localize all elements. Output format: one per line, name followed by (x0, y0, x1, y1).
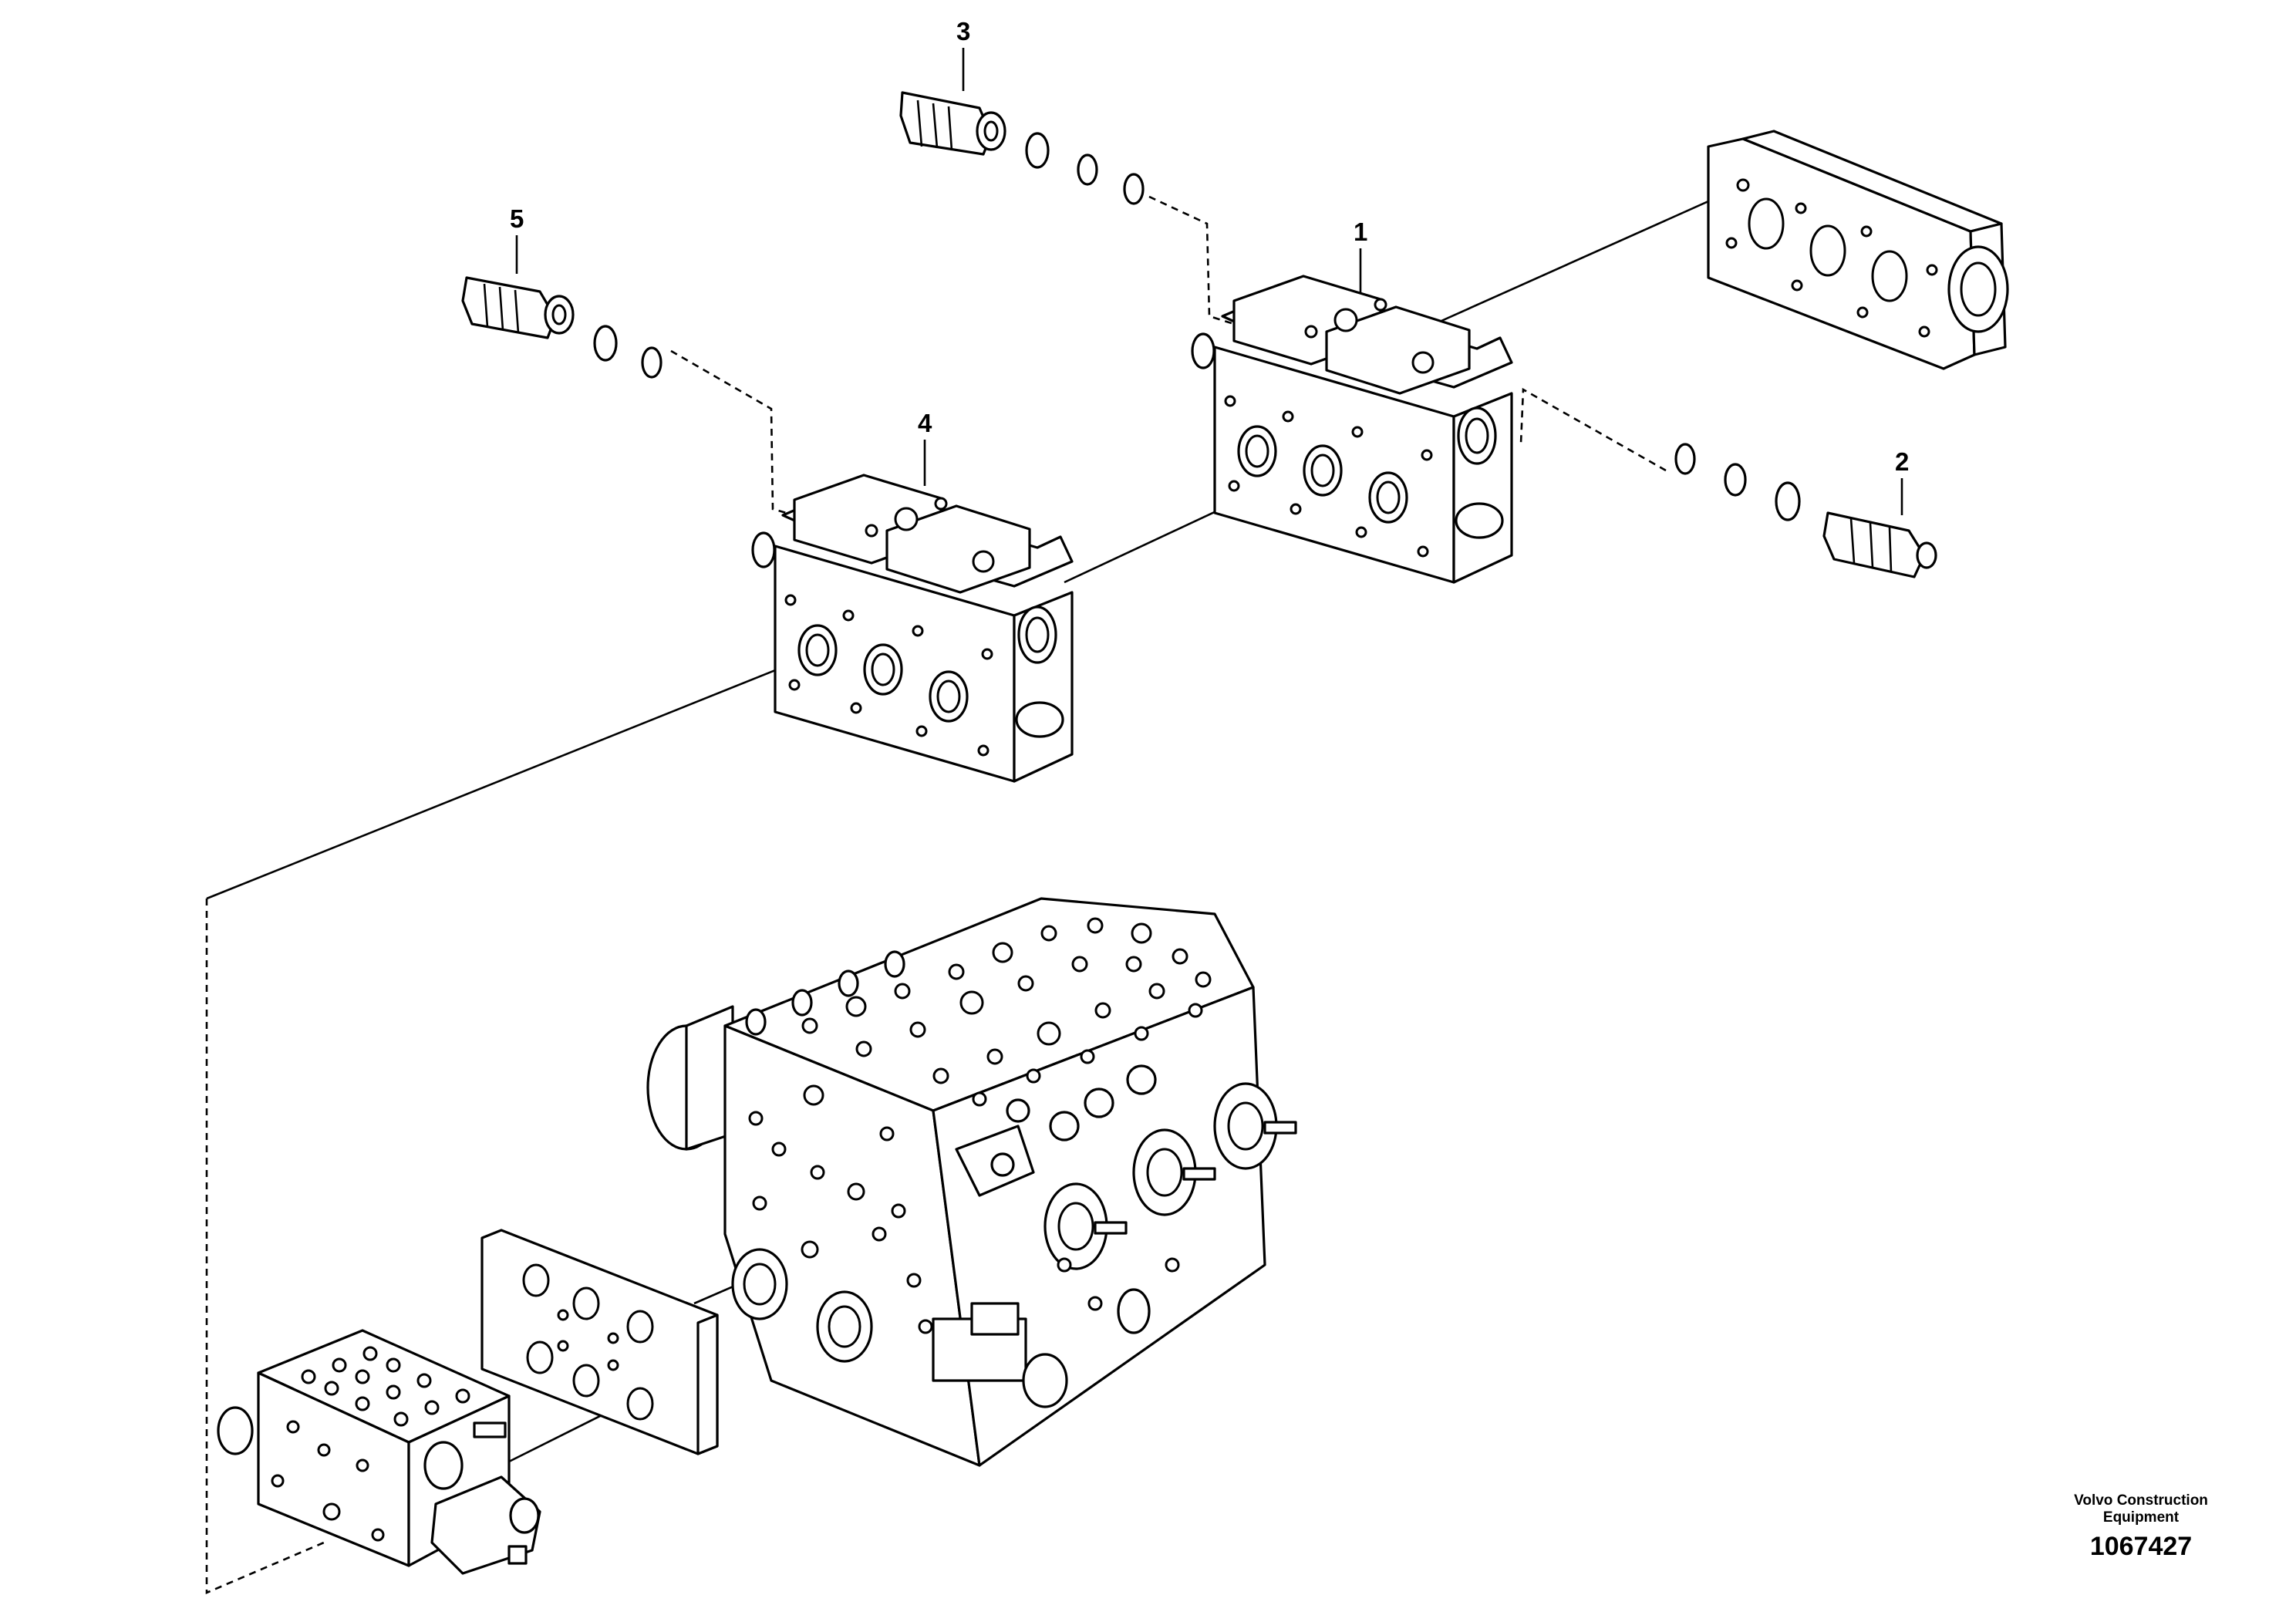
callout-5: 5 (510, 204, 524, 233)
end-plate (1707, 130, 2009, 370)
adapter-plate (480, 1229, 719, 1455)
solenoid-valves (955, 1064, 1297, 1270)
callout-4: 4 (918, 409, 932, 437)
cartridge-valve-2 (1674, 443, 1937, 578)
top-port-holes (801, 917, 1212, 1107)
callout-1: 1 (1354, 218, 1367, 246)
assembly-lines (205, 184, 1745, 1594)
callout-3: 3 (956, 17, 970, 46)
cartridge-valve-5 (461, 276, 663, 379)
valve-section-1 (1191, 275, 1513, 584)
drawing-number: 1067427 (2089, 1532, 2193, 1561)
pilot-valve-block (217, 1329, 541, 1575)
cartridge-valve-3 (899, 91, 1145, 205)
callout-2: 2 (1895, 447, 1909, 476)
brand-line-1: Volvo Construction (2074, 1492, 2208, 1509)
valve-section-4 (751, 474, 1074, 783)
brand-line-2: Equipment (2102, 1509, 2180, 1526)
callout-labels: 1 2 3 4 5 (510, 17, 1909, 515)
main-control-valve-block (646, 897, 1297, 1467)
brand-name: Volvo Construction Equipment (2052, 1492, 2230, 1526)
